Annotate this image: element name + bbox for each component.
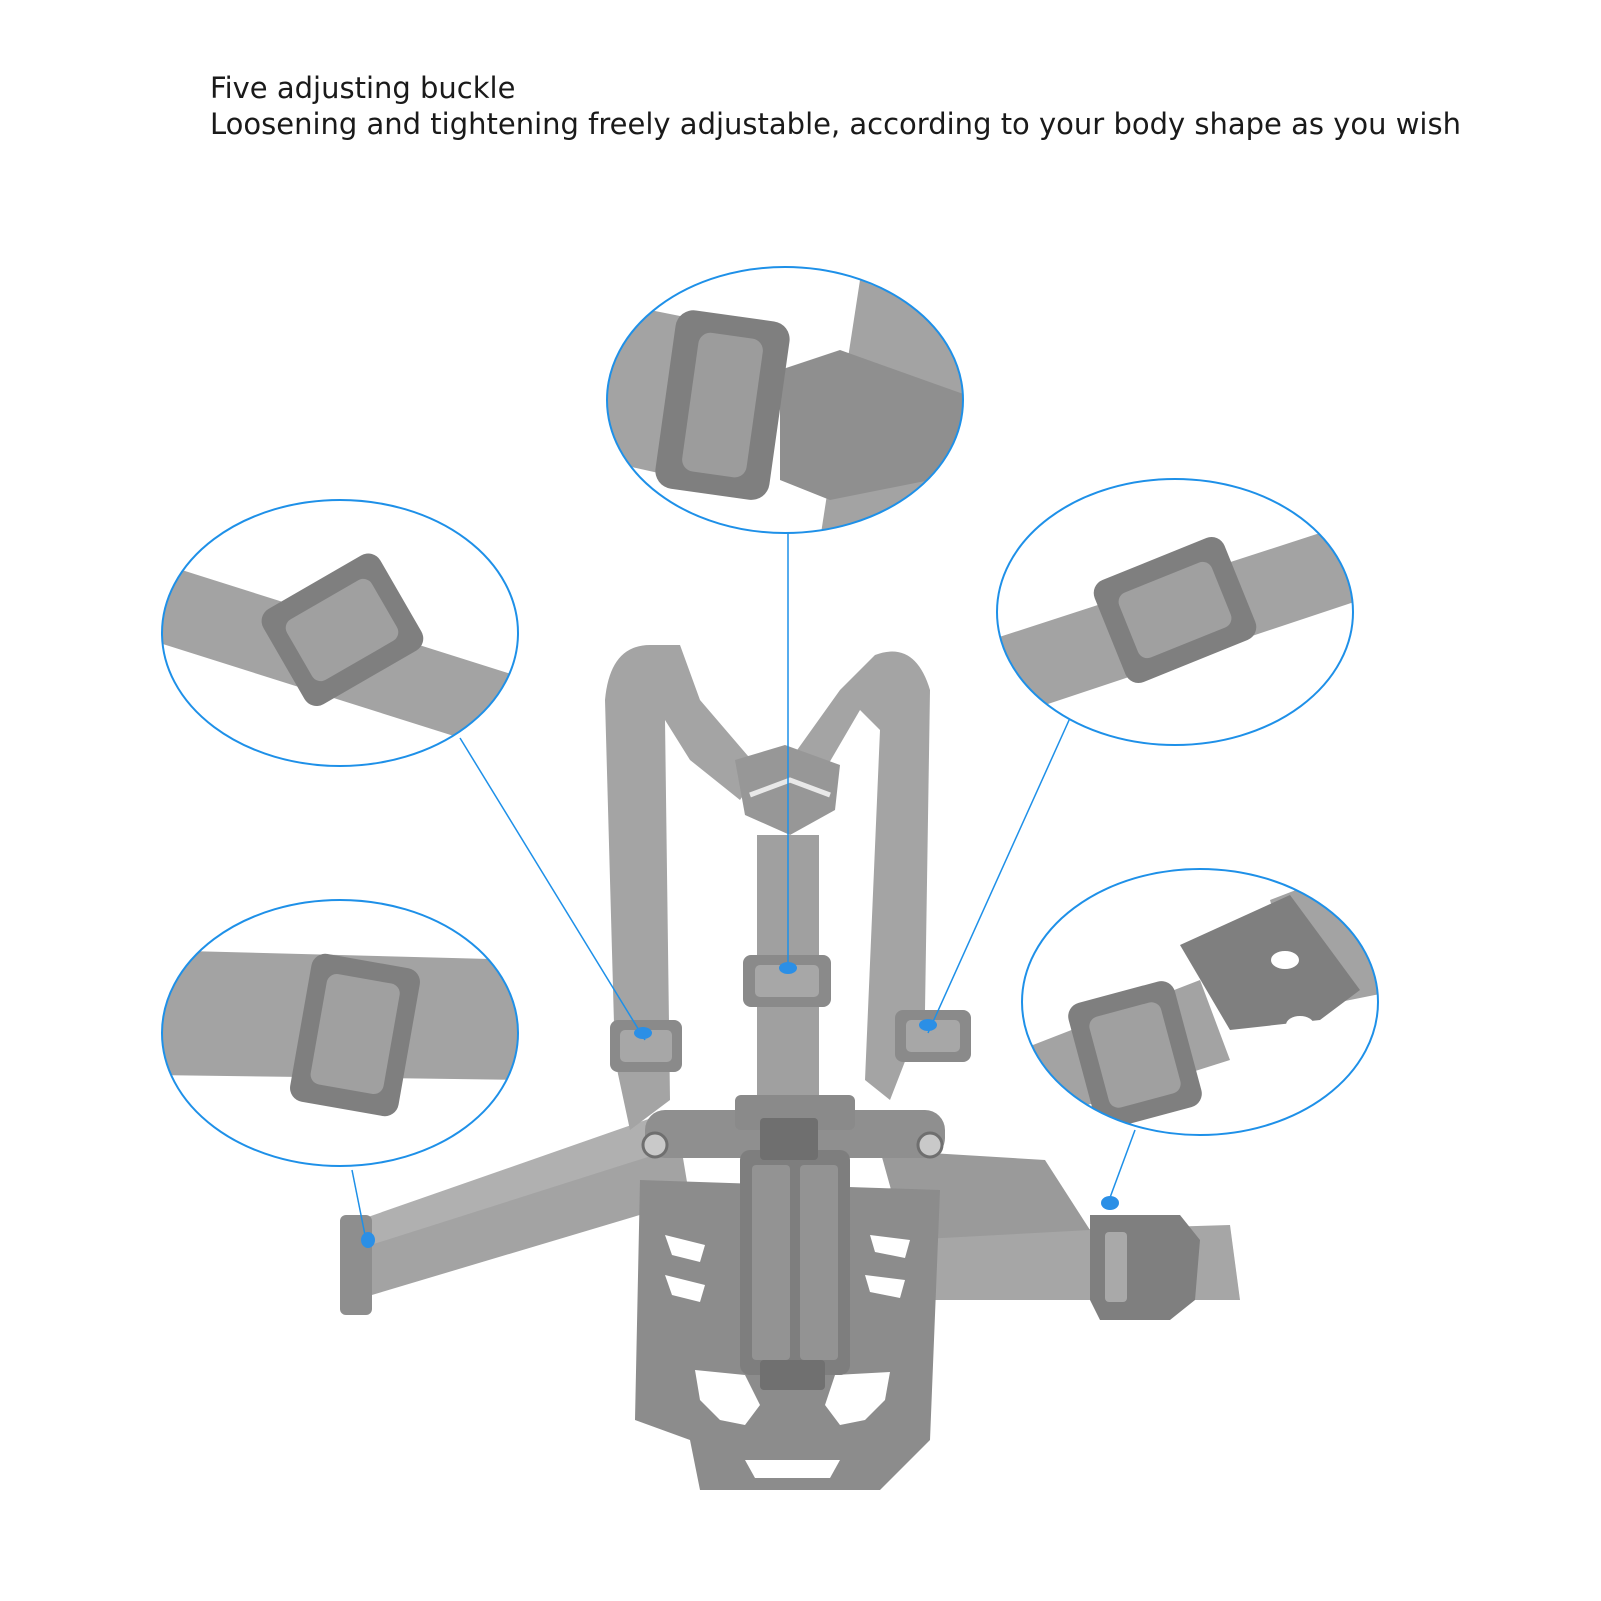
dot-left [634,1027,652,1039]
harness [340,645,1240,1490]
caption-line-1: Five adjusting buckle [210,71,516,105]
buckle-slot [1105,1232,1127,1302]
yoke-highlight [749,777,831,798]
right-screw [916,1131,944,1159]
callout-lines [351,533,1136,1246]
dot-center [779,962,797,974]
dot-left-belt [361,1232,375,1248]
dot-right [919,1019,937,1031]
zoom-callout-right-lower [1021,868,1379,1136]
left-screw [641,1131,669,1159]
chest-plate-cutouts [665,1235,910,1478]
caption-line-2: Loosening and tightening freely adjustab… [210,107,1461,141]
zoom-callout-left-upper [161,499,519,767]
callout-dots [361,962,1119,1248]
zoom-callout-left-lower [161,899,519,1167]
left-shoulder-strap [605,645,760,1130]
zoom-callout-top [606,266,964,534]
dot-right-belt [1101,1196,1119,1210]
waist-belt-left [345,1140,690,1300]
left-belt-end [340,1215,372,1315]
waist-belt-left-strap [345,1115,670,1250]
caption: Five adjusting buckle Loosening and tigh… [210,70,1461,142]
mount-bottom-prongs [760,1360,825,1390]
zoom-callout-right-upper [996,478,1354,746]
mount-prongs [760,1118,818,1160]
